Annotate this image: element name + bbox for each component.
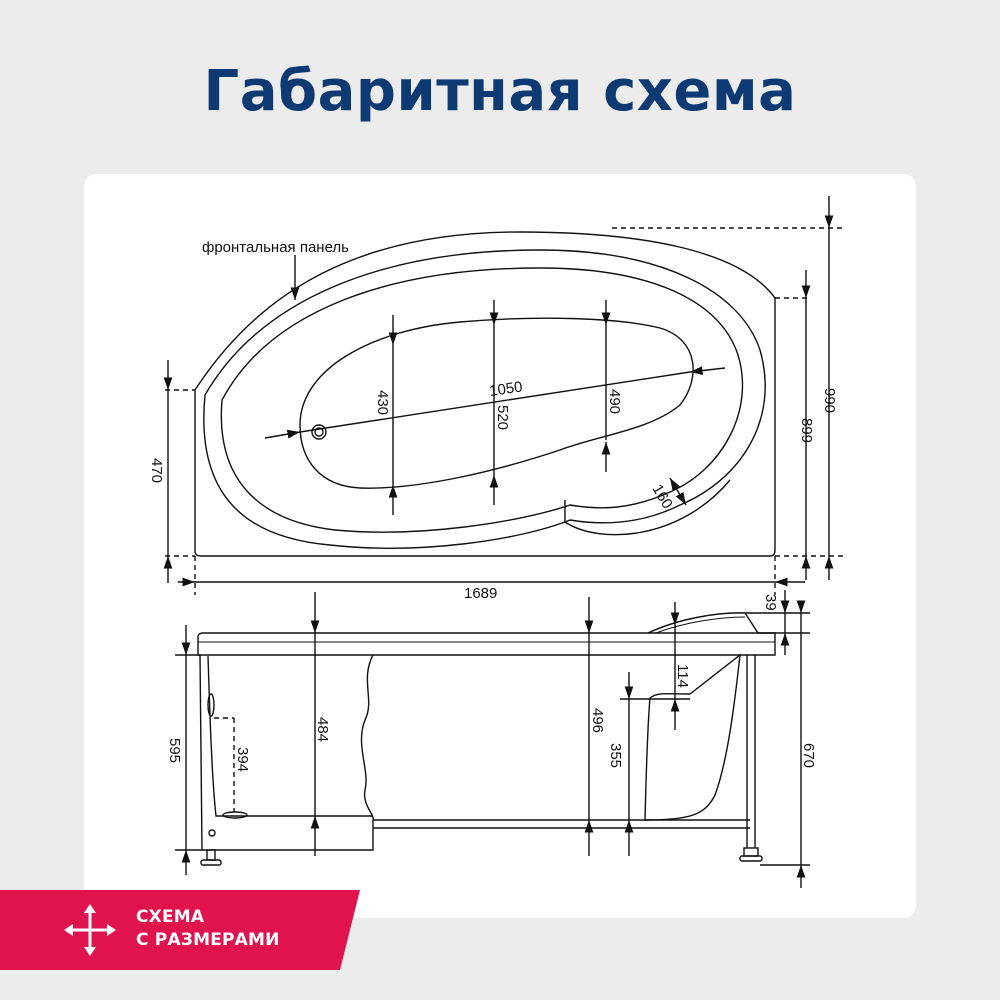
dim-depth-right: 496 [589, 708, 606, 733]
plan-outer-contour [194, 231, 776, 557]
dim-overall-width: 990 [821, 388, 838, 413]
schema-badge: СХЕМА С РАЗМЕРАМИ [0, 890, 360, 970]
dim-bowl-width-left: 430 [374, 390, 391, 415]
dim-right-width: 899 [798, 418, 815, 443]
badge-line-1: СХЕМА [136, 907, 205, 927]
dim-overflow-height: 394 [234, 747, 251, 772]
dim-overall-length: 1689 [464, 585, 497, 602]
dim-rim-height: 595 [166, 738, 183, 763]
dim-left-width: 470 [148, 458, 165, 483]
dim-bowl-width-right: 490 [606, 389, 623, 414]
arrows-cross-icon [62, 902, 118, 958]
badge-label: СХЕМА С РАЗМЕРАМИ [136, 906, 280, 952]
dim-seat-depth: 114 [674, 664, 691, 688]
front-panel-label: фронтальная панель [202, 239, 349, 256]
dim-seat-width: 160 [649, 482, 676, 512]
dim-bowl-width-center: 520 [494, 405, 511, 430]
dim-depth-left: 484 [314, 717, 331, 742]
dim-seat-height: 355 [607, 743, 624, 768]
badge-line-2: С РАЗМЕРАМИ [136, 930, 280, 950]
page-title: Габаритная схема [203, 59, 797, 124]
dim-total-height: 670 [800, 743, 817, 768]
dim-headrest-height: 39 [762, 594, 779, 611]
plan-bowl [299, 317, 694, 489]
dim-bowl-length: 1050 [488, 378, 523, 399]
